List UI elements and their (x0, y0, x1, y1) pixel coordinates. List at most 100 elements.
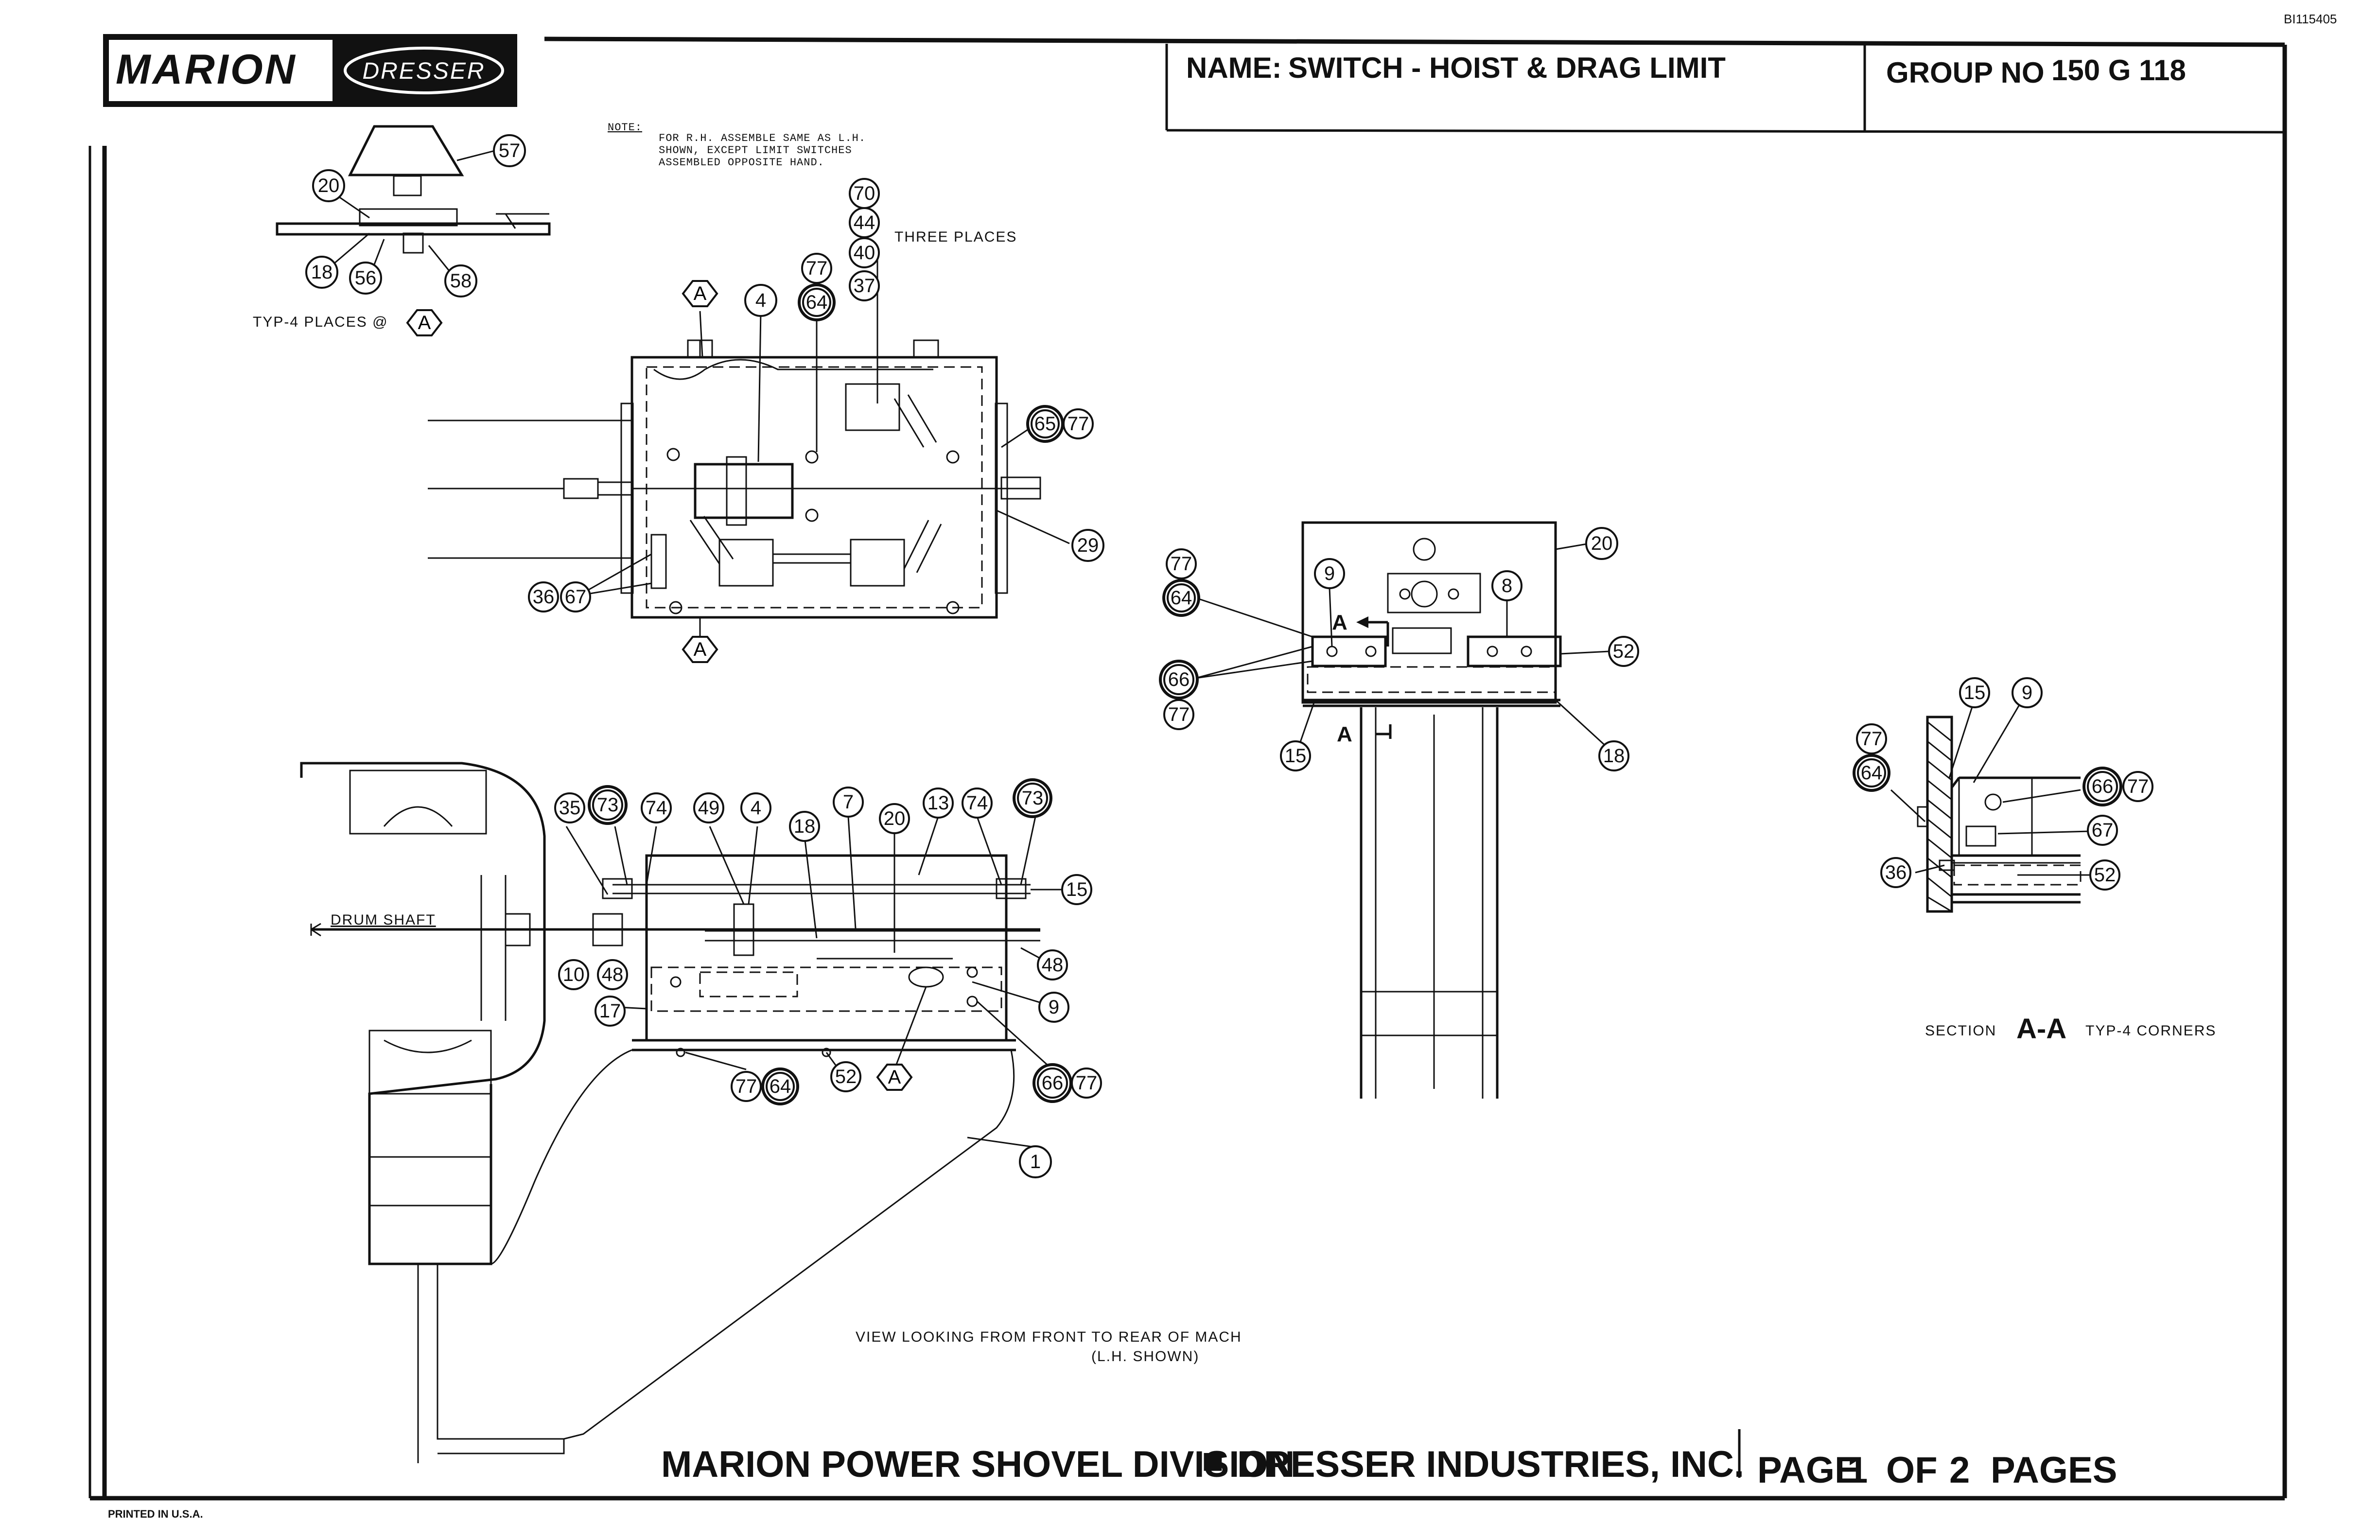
balloon-17: 17 (595, 996, 626, 1027)
footer-company-2: DRESSER INDUSTRIES, INC. (1237, 1444, 1744, 1485)
view-caption-1: VIEW LOOKING FROM FRONT TO REAR OF MACH (856, 1329, 1242, 1345)
balloon-36: 36 (1880, 857, 1911, 888)
balloon-37: 37 (849, 270, 880, 301)
svg-text:77: 77 (1168, 704, 1190, 725)
svg-text:4: 4 (755, 290, 766, 311)
balloon-hex-a: A (876, 1064, 913, 1091)
leader-lines (565, 260, 2095, 1148)
logo-brand: MARION (116, 46, 297, 93)
svg-text:74: 74 (966, 792, 988, 814)
svg-text:65: 65 (1034, 413, 1056, 435)
typ-4-places-label: TYP-4 PLACES @ (253, 314, 388, 330)
section-prefix: SECTION (1925, 1023, 1996, 1039)
svg-text:56: 56 (355, 267, 377, 289)
svg-text:64: 64 (1861, 762, 1883, 784)
footer: MARION POWER SHOVEL DIVISION ■ DRESSER I… (108, 1429, 2117, 1520)
balloon-20: 20 (312, 169, 345, 202)
svg-text:52: 52 (1613, 641, 1635, 662)
group-value: 150 G 118 (2051, 54, 2186, 87)
balloon-hex-a: A (406, 309, 443, 336)
svg-text:15: 15 (1066, 879, 1088, 900)
svg-text:13: 13 (928, 792, 949, 814)
svg-text:77: 77 (1068, 413, 1089, 435)
balloon-67: 67 (2087, 815, 2118, 846)
page-number: 1 (1847, 1450, 1868, 1491)
svg-text:A: A (694, 283, 707, 304)
balloon-77: 77 (1166, 548, 1197, 579)
balloon-36: 36 (528, 581, 559, 612)
svg-text:77: 77 (735, 1076, 757, 1097)
balloon-58: 58 (444, 264, 477, 298)
svg-text:A: A (418, 312, 431, 333)
balloon-48: 48 (1037, 949, 1068, 980)
svg-text:66: 66 (1168, 669, 1190, 690)
svg-text:17: 17 (599, 1000, 621, 1022)
svg-text:15: 15 (1964, 682, 1986, 703)
logo-sub-brand: DRESSER (362, 58, 485, 84)
balloon-29: 29 (1071, 529, 1104, 562)
note-block: NOTE: FOR R.H. ASSEMBLE SAME AS L.H. SHO… (608, 122, 1016, 245)
svg-text:49: 49 (698, 797, 720, 819)
section-name: A-A (2016, 1013, 2066, 1045)
svg-text:64: 64 (806, 292, 828, 313)
svg-text:37: 37 (854, 275, 875, 297)
balloon-73: 73 (1013, 778, 1052, 818)
balloon-18: 18 (1598, 740, 1629, 771)
svg-text:77: 77 (806, 258, 828, 279)
balloon-52: 52 (2089, 859, 2120, 891)
svg-text:29: 29 (1077, 535, 1099, 556)
footer-separator: ■ (1202, 1440, 1224, 1481)
section-suffix: TYP-4 CORNERS (2085, 1023, 2216, 1039)
balloon-hex-a: A (682, 636, 718, 663)
name-label: NAME: (1186, 52, 1282, 84)
balloon-48: 48 (597, 959, 628, 990)
balloon-74: 74 (641, 792, 672, 823)
balloon-1: 1 (1019, 1145, 1052, 1178)
printed-in-usa: PRINTED IN U.S.A. (108, 1508, 203, 1520)
section-marker-lower: A (1337, 722, 1352, 746)
svg-text:9: 9 (2022, 682, 2032, 703)
balloon-64: 64 (798, 283, 836, 321)
svg-text:66: 66 (1042, 1072, 1064, 1094)
note-heading: NOTE: (608, 122, 642, 134)
svg-text:77: 77 (2127, 776, 2149, 797)
svg-text:7: 7 (843, 791, 854, 813)
marion-dresser-logo: MARION DRESSER (103, 34, 517, 107)
svg-text:64: 64 (1171, 587, 1192, 609)
svg-text:35: 35 (559, 797, 581, 819)
balloon-65: 65 (1026, 405, 1064, 443)
svg-text:20: 20 (1591, 533, 1613, 554)
document-id: BI115405 (2284, 12, 2337, 26)
note-line-3: ASSEMBLED OPPOSITE HAND. (659, 157, 824, 169)
svg-text:20: 20 (884, 808, 906, 829)
balloon-70: 70 (849, 178, 880, 209)
balloon-15: 15 (1959, 677, 1990, 708)
sheet-border (88, 36, 2287, 1501)
balloon-56: 56 (349, 262, 382, 295)
balloon-77: 77 (1163, 699, 1194, 730)
balloon-52: 52 (1608, 636, 1639, 667)
balloon-77: 77 (1071, 1068, 1102, 1099)
svg-text:52: 52 (835, 1066, 857, 1087)
balloon-57: 57 (493, 134, 526, 167)
balloon-64: 64 (761, 1068, 799, 1105)
balloon-4: 4 (744, 284, 777, 317)
balloon-7: 7 (833, 787, 864, 818)
balloon-64: 64 (1853, 754, 1890, 792)
balloon-9: 9 (2012, 677, 2043, 708)
svg-text:70: 70 (854, 183, 875, 204)
balloon-77: 77 (801, 253, 832, 284)
balloon-4: 4 (740, 792, 771, 823)
front-elevation-view: DRUM SHAFT VIEW LOOKING FROM FRONT TO RE… (300, 762, 1242, 1463)
balloon-77: 77 (1063, 408, 1094, 439)
balloon-9: 9 (1314, 558, 1345, 589)
svg-text:40: 40 (854, 242, 875, 263)
view-caption-2: (L.H. SHOWN) (1091, 1348, 1199, 1365)
svg-text:77: 77 (1076, 1072, 1098, 1094)
footer-company: MARION POWER SHOVEL DIVISION (661, 1444, 1295, 1485)
svg-text:15: 15 (1285, 745, 1307, 767)
balloon-44: 44 (849, 207, 880, 238)
balloon-66: 66 (1032, 1063, 1072, 1103)
svg-text:52: 52 (2094, 864, 2116, 886)
